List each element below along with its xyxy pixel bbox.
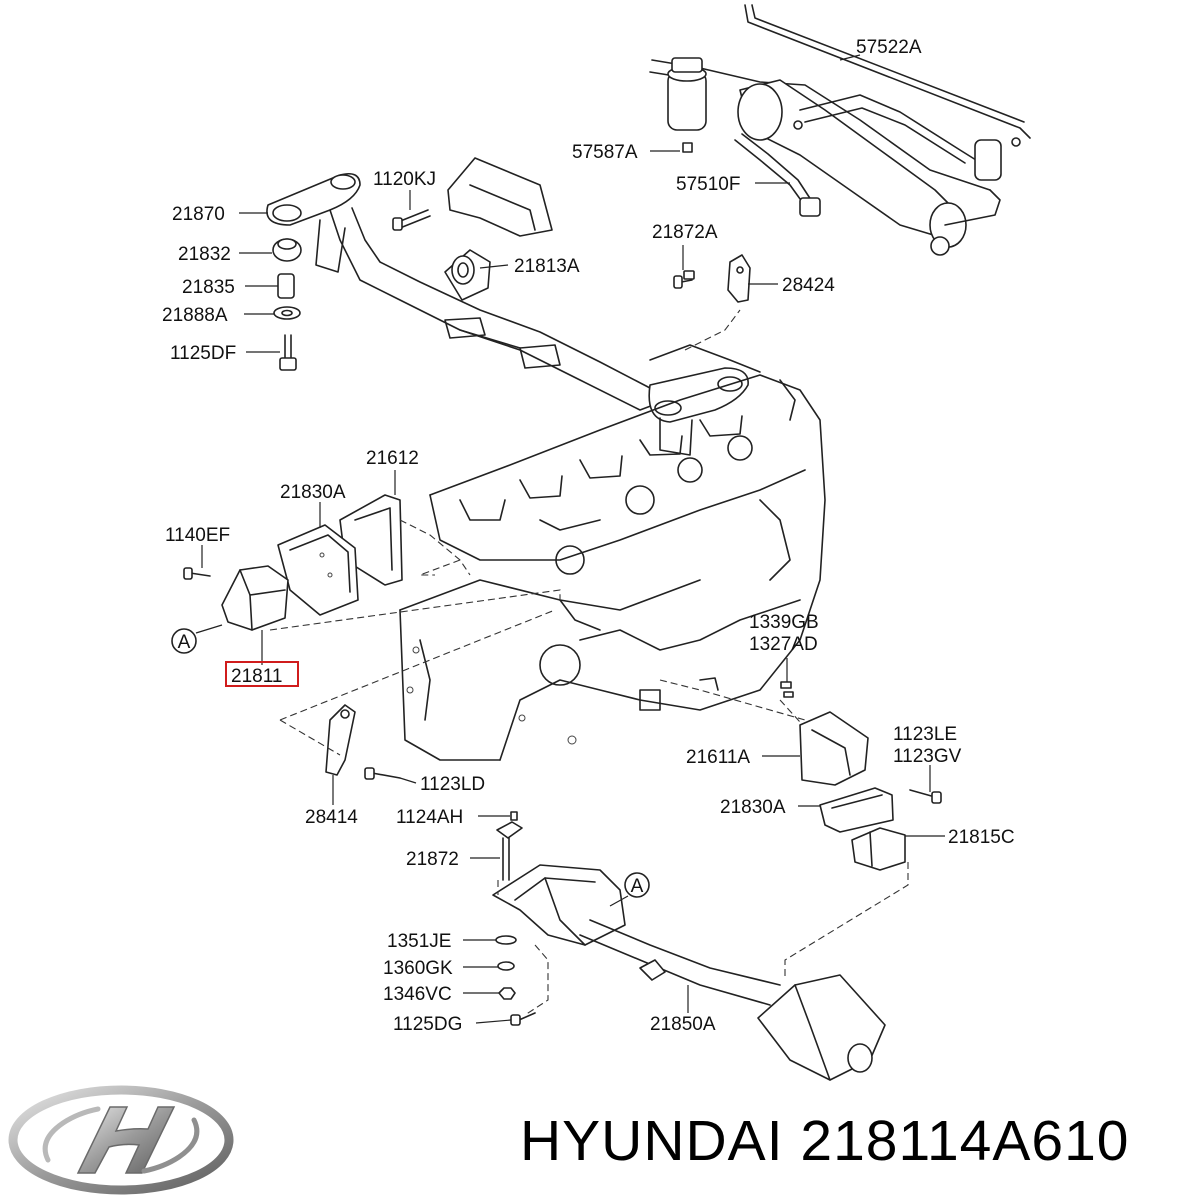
bolt-1120kj-drawing <box>392 157 553 237</box>
part-number: 218114A610 <box>800 1109 1130 1173</box>
label-21811: 21811 <box>231 666 282 687</box>
hyundai-logo-icon <box>8 1085 234 1195</box>
label-21830a-bottom: 21830A <box>720 797 786 818</box>
mount-stack-drawing <box>272 238 302 371</box>
label-1327ad: 1327AD <box>749 634 818 655</box>
label-21888a: 21888A <box>162 305 228 326</box>
part-caption: HYUNDAI 218114A610 <box>520 1108 1190 1178</box>
label-1339gb: 1339GB <box>749 612 819 633</box>
callout-marker-text: A <box>178 632 191 653</box>
label-1123ld: 1123LD <box>420 774 485 795</box>
label-21872a: 21872A <box>652 222 718 243</box>
bushing-21813a-drawing <box>444 249 491 301</box>
label-21872: 21872 <box>406 849 459 870</box>
label-21611a: 21611A <box>686 747 750 768</box>
label-21832: 21832 <box>178 244 231 265</box>
lower-crossmember-drawing <box>492 811 886 1081</box>
callout-marker-a-bottom: A <box>624 872 650 898</box>
brand-name: HYUNDAI <box>520 1109 784 1173</box>
label-1346vc: 1346VC <box>383 984 452 1005</box>
left-mount-drawing <box>183 494 403 631</box>
callout-marker-text: A <box>631 876 644 897</box>
label-28414: 28414 <box>305 807 358 828</box>
label-57522a: 57522A <box>856 37 922 58</box>
label-21850a: 21850A <box>650 1014 716 1035</box>
bracket-28424-drawing <box>673 254 751 303</box>
callout-marker-a-left: A <box>171 628 197 654</box>
label-1120kj: 1120KJ <box>373 169 436 190</box>
dashed-guide-lines <box>269 309 909 1016</box>
leader-lines <box>195 54 945 1024</box>
engine-block-drawing <box>399 344 826 761</box>
label-1351je: 1351JE <box>387 931 451 952</box>
label-1123le: 1123LE <box>893 724 957 745</box>
highlight-box <box>225 661 299 687</box>
label-57510f: 57510F <box>676 174 740 195</box>
label-1125dg: 1125DG <box>393 1014 462 1035</box>
label-21830a-top: 21830A <box>280 482 346 503</box>
label-21612: 21612 <box>366 448 419 469</box>
label-21870: 21870 <box>172 204 225 225</box>
label-21835: 21835 <box>182 277 235 298</box>
label-1123gv: 1123GV <box>893 746 962 767</box>
steering-gear-drawing <box>649 4 1031 256</box>
right-mount-drawing <box>780 681 942 871</box>
label-1125df: 1125DF <box>170 343 236 364</box>
label-28424: 28424 <box>782 275 835 296</box>
label-57587a: 57587A <box>572 142 638 163</box>
label-1360gk: 1360GK <box>383 958 453 979</box>
label-21815c: 21815C <box>948 827 1015 848</box>
label-1124ah: 1124AH <box>396 807 463 828</box>
label-1140ef: 1140EF <box>165 525 230 546</box>
label-21813a: 21813A <box>514 256 580 277</box>
bracket-28414-drawing <box>325 704 401 780</box>
part-labels: 57522A 57587A 57510F 1120KJ 21870 21832 … <box>162 37 1015 1035</box>
